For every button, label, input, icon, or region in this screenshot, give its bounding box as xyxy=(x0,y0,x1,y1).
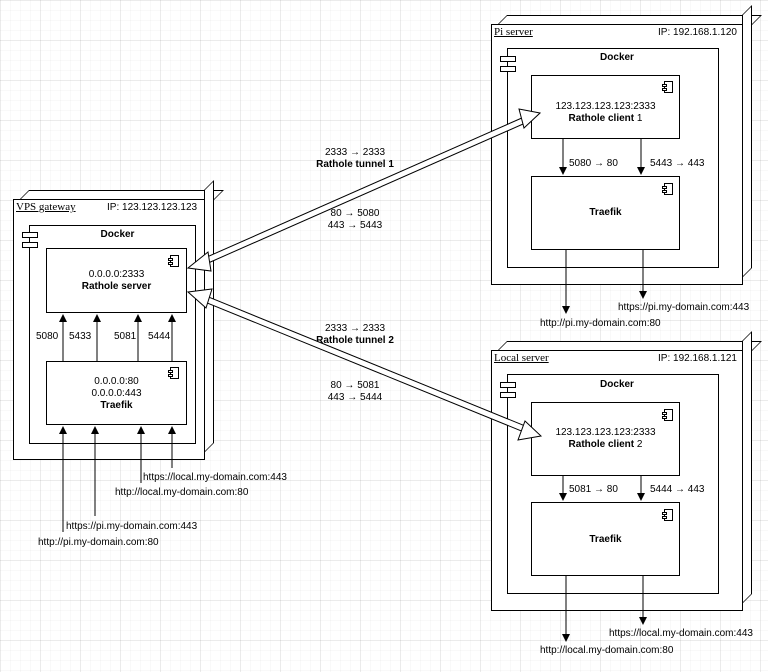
tunnel-2-map-http: 80 → 5081 xyxy=(330,380,380,391)
vps-port-5433: 5433 xyxy=(69,331,92,342)
pi-internal-arrows xyxy=(559,139,647,314)
inbound-local-https: https://local.my-domain.com:443 xyxy=(143,472,287,483)
inbound-local-http: http://local.my-domain.com:80 xyxy=(115,487,249,498)
component-icon xyxy=(662,509,673,521)
inbound-pi-https: https://pi.my-domain.com:443 xyxy=(66,521,198,532)
component-icon xyxy=(662,81,673,93)
pi-docker-label: Docker xyxy=(600,52,634,63)
vps-traefik-addr-http: 0.0.0.0:80 xyxy=(94,376,139,387)
local-rathole-client-component[interactable] xyxy=(531,402,680,476)
rathole-server-name: Rathole server xyxy=(81,281,152,292)
local-node-title: Local server xyxy=(494,352,549,364)
pi-client-number: 1 xyxy=(636,113,643,124)
local-client-number: 2 xyxy=(636,439,643,450)
tunnel-2-ports: 2333 → 2333 xyxy=(324,323,386,334)
vps-traefik-label: 0.0.0.0:80 0.0.0.0:443 Traefik xyxy=(46,376,187,412)
local-out-http: http://local.my-domain.com:80 xyxy=(540,645,674,656)
local-internal-arrows xyxy=(559,476,647,642)
vps-node-title: VPS gateway xyxy=(16,201,76,213)
local-out-https: https://local.my-domain.com:443 xyxy=(609,628,753,639)
pi-traefik-component[interactable] xyxy=(531,176,680,250)
tunnel-2-name: Rathole tunnel 2 xyxy=(316,335,394,346)
local-traefik-component[interactable] xyxy=(531,502,680,576)
component-icon xyxy=(168,255,179,267)
vps-traefik-name: Traefik xyxy=(100,400,133,411)
vps-ip: IP: 123.123.123.123 xyxy=(107,202,198,213)
tunnel-1-ports: 2333 → 2333 xyxy=(324,147,386,158)
local-client-name: Rathole client xyxy=(568,439,635,450)
vps-port-5080: 5080 xyxy=(36,331,59,342)
pi-port-right: 5443 → 443 xyxy=(650,158,705,169)
tunnel-1-map-http: 80 → 5080 xyxy=(330,208,380,219)
rathole-server-component[interactable] xyxy=(46,248,187,313)
vps-traefik-component[interactable] xyxy=(46,361,187,425)
tunnel-2-label: 2333 → 2333 Rathole tunnel 2 xyxy=(300,323,410,347)
tunnel-1-connector[interactable] xyxy=(186,108,542,272)
local-traefik-name: Traefik xyxy=(589,534,622,545)
pi-client-name: Rathole client xyxy=(568,113,635,124)
vps-traefik-addr-https: 0.0.0.0:443 xyxy=(91,388,142,399)
pi-ip: IP: 192.168.1.120 xyxy=(658,27,737,38)
tunnel-1-map-https: 443 → 5443 xyxy=(327,220,383,231)
inbound-arrows xyxy=(59,426,176,532)
pi-rathole-client-component[interactable] xyxy=(531,75,680,139)
tunnel-1-mapping: 80 → 5080 443 → 5443 xyxy=(310,208,400,232)
local-ip: IP: 192.168.1.121 xyxy=(658,353,737,364)
rathole-server-address: 0.0.0.0:2333 xyxy=(88,269,145,280)
tunnel-2-map-https: 443 → 5444 xyxy=(327,392,383,403)
component-icon xyxy=(662,409,673,421)
vps-port-arrows xyxy=(59,314,176,361)
vps-port-5081: 5081 xyxy=(114,331,137,342)
tunnel-2-mapping: 80 → 5081 443 → 5444 xyxy=(310,380,400,404)
pi-rathole-client-label: 123.123.123.123:2333 Rathole client 1 xyxy=(531,101,680,125)
vps-port-5444: 5444 xyxy=(148,331,171,342)
local-docker-label: Docker xyxy=(600,379,634,390)
local-port-left: 5081 → 80 xyxy=(569,484,618,495)
pi-port-left: 5080 → 80 xyxy=(569,158,618,169)
tunnel-1-label: 2333 → 2333 Rathole tunnel 1 xyxy=(300,147,410,171)
local-rathole-client-label: 123.123.123.123:2333 Rathole client 2 xyxy=(531,427,680,451)
local-port-right: 5444 → 443 xyxy=(650,484,705,495)
pi-traefik-name: Traefik xyxy=(589,207,622,218)
pi-out-http: http://pi.my-domain.com:80 xyxy=(540,318,661,329)
rathole-server-label: 0.0.0.0:2333 Rathole server xyxy=(46,269,187,293)
component-icon xyxy=(168,367,179,379)
tunnel-2-connector[interactable] xyxy=(186,288,543,441)
inbound-pi-http: http://pi.my-domain.com:80 xyxy=(38,537,159,548)
pi-out-https: https://pi.my-domain.com:443 xyxy=(618,302,750,313)
local-client-address: 123.123.123.123:2333 xyxy=(555,427,656,438)
pi-node-title: Pi server xyxy=(494,26,533,38)
tunnel-1-name: Rathole tunnel 1 xyxy=(316,159,394,170)
component-icon xyxy=(662,183,673,195)
pi-client-address: 123.123.123.123:2333 xyxy=(555,101,656,112)
vps-docker-label: Docker xyxy=(100,229,135,240)
